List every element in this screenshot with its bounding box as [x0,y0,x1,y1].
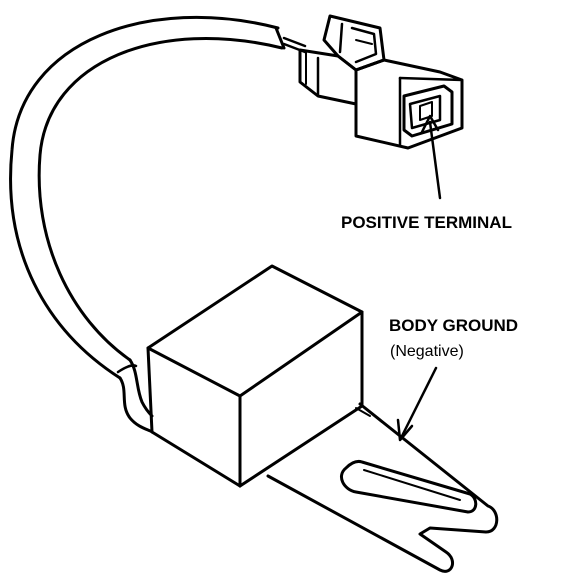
positive-terminal-label: POSITIVE TERMINAL [341,213,512,232]
ground-tab [266,402,499,573]
connector [298,14,464,150]
cable [9,15,307,434]
body-ground-sublabel: (Negative) [390,343,464,360]
positive-leader [420,114,442,200]
resistor-box [146,264,364,488]
ground-leader [396,366,438,442]
body-ground-label: BODY GROUND [389,316,519,335]
